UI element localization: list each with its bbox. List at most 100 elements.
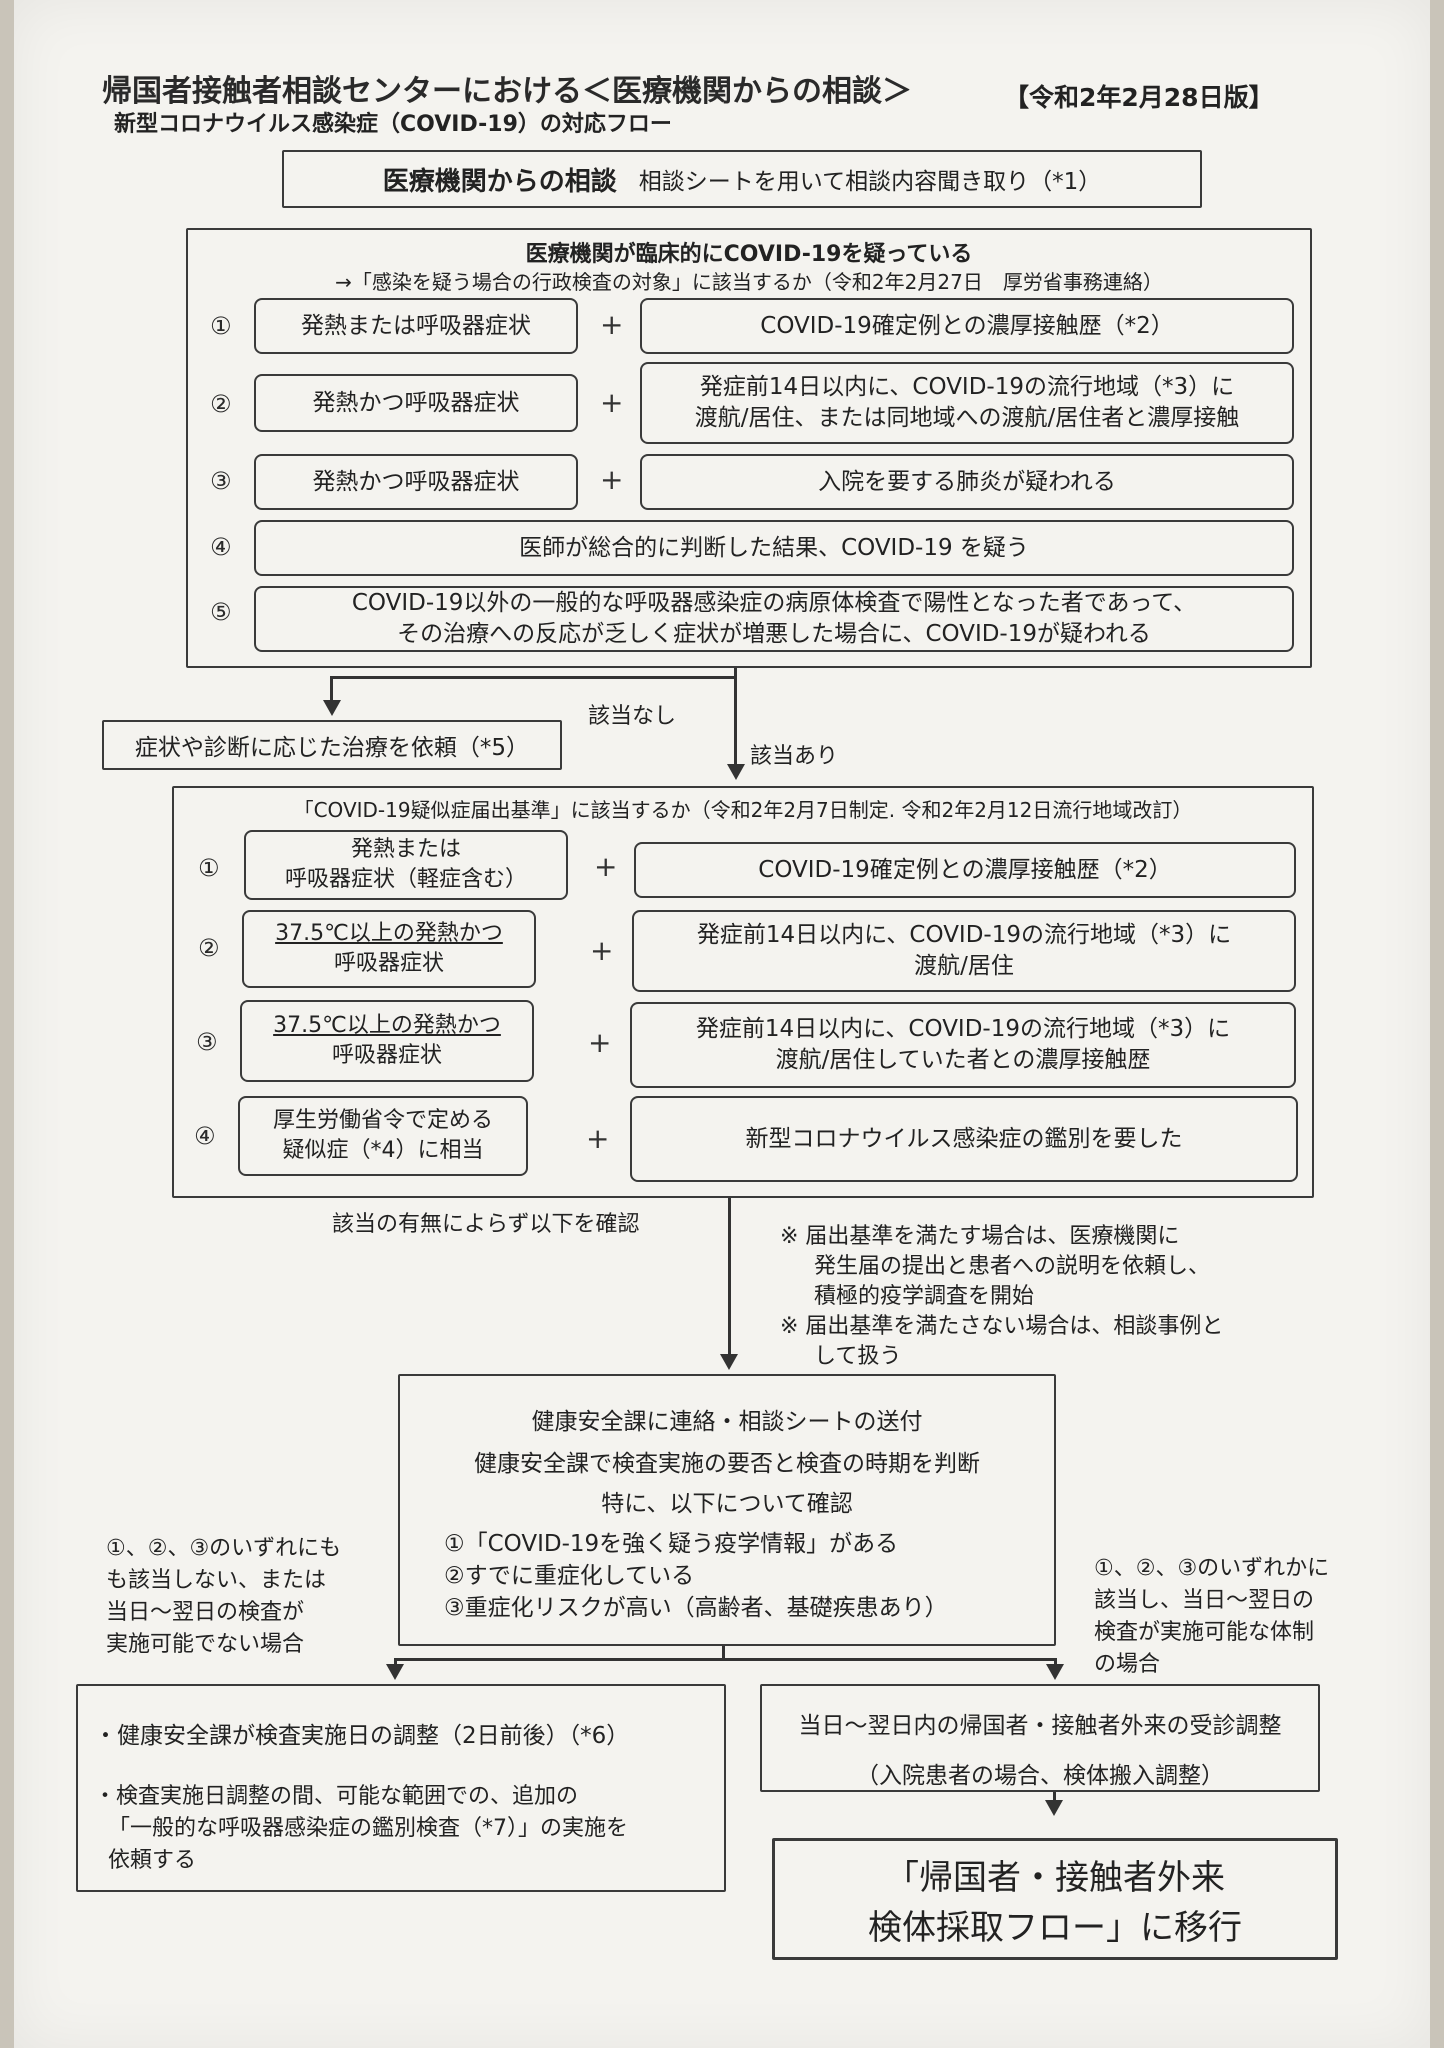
s2-row1-number: ① — [198, 854, 220, 882]
s1-row2-right-line2: 渡航/居住、または同地域への渡航/居住者と濃厚接触 — [694, 405, 1240, 431]
s2-row2-right: 発症前14日以内に、COVID-19の流行地域（*3）に 渡航/居住 — [632, 910, 1296, 992]
center-item1: ①「COVID-19を強く疑う疫学情報」がある — [444, 1531, 899, 1557]
s1-row3-plus: + — [600, 463, 624, 496]
final-connector-line — [1053, 1792, 1056, 1802]
bottom-right-drop — [1054, 1658, 1057, 1666]
bottom-left-bullet2-line1: ・検査実施日調整の間、可能な範囲での、追加の — [94, 1784, 579, 1809]
s1-row2-number: ② — [210, 390, 232, 418]
s2-row3-left-line1: 37.5℃以上の発熱かつ — [273, 1013, 501, 1038]
s2-row3-left: 37.5℃以上の発熱かつ 呼吸器症状 — [240, 1000, 534, 1082]
final-line2: 検体採取フロー」に移行 — [868, 1908, 1242, 1948]
s2-row4-number: ④ — [194, 1122, 216, 1150]
branch-no-line — [330, 676, 333, 702]
section1-subheading: →「感染を疑う場合の行政検査の対象」に該当するか（令和2年2月27日 厚労省事務… — [335, 270, 1163, 294]
side-left-line1: ①、②、③のいずれにも — [106, 1536, 342, 1561]
s2-row2-right-line1: 発症前14日以内に、COVID-19の流行地域（*3）に — [696, 922, 1232, 948]
s1-row3-number: ③ — [210, 467, 232, 495]
bottom-right-line2: （入院患者の場合、検体搬入調整） — [856, 1763, 1224, 1789]
document-title: 帰国者接触者相談センターにおける＜医療機関からの相談＞ — [102, 74, 912, 109]
s1-row1-plus: + — [600, 308, 624, 341]
suspected-case-criteria-section — [172, 786, 1314, 1198]
s1-row2-plus: + — [600, 386, 624, 419]
note2-line2: して扱う — [814, 1344, 902, 1369]
s2-row2-number: ② — [198, 934, 220, 962]
s1-row4-number: ④ — [210, 533, 232, 561]
s2-row3-right-line2: 渡航/居住していた者との濃厚接触歴 — [775, 1047, 1151, 1073]
final-arrow — [1045, 1800, 1063, 1816]
health-safety-division-box — [398, 1374, 1056, 1646]
s2-row4-left-line1: 厚生労働省令で定める — [272, 1108, 493, 1133]
s2-row4-plus: + — [586, 1122, 610, 1155]
test-date-adjustment-box — [76, 1684, 726, 1892]
s2-row1-left: 発熱または 呼吸器症状（軽症含む） — [244, 830, 568, 900]
side-right-line1: ①、②、③のいずれかに — [1094, 1556, 1330, 1581]
s2-row3-plus: + — [588, 1026, 612, 1059]
s1-row5-full: COVID-19以外の一般的な呼吸器感染症の病原体検査で陽性となった者であって、… — [254, 586, 1294, 652]
bottom-left-bullet1: ・健康安全課が検査実施日の調整（2日前後）（*6） — [94, 1723, 630, 1749]
s2-row4-right: 新型コロナウイルス感染症の鑑別を要した — [630, 1096, 1298, 1182]
s1-row1-number: ① — [210, 312, 232, 340]
bottom-left-arrow — [386, 1664, 404, 1680]
s2-row1-left-line1: 発熱または — [350, 837, 461, 862]
branch-yes-arrow — [727, 764, 745, 780]
admin-test-criteria-section — [186, 228, 1312, 668]
s1-exit-line — [734, 668, 737, 764]
s1-row2-right-line1: 発症前14日以内に、COVID-19の流行地域（*3）に — [699, 374, 1235, 400]
final-line1: 「帰国者・接触者外来 — [885, 1858, 1225, 1898]
bottom-right-line1: 当日～翌日内の帰国者・接触者外来の受診調整 — [798, 1713, 1282, 1739]
s2-row3-left-line2: 呼吸器症状 — [331, 1043, 442, 1068]
center-item2: ②すでに重症化している — [444, 1563, 695, 1589]
s2-row2-left-line2: 呼吸器症状 — [333, 951, 444, 976]
s1-row2-left: 発熱かつ呼吸器症状 — [254, 374, 578, 432]
center-exit-line — [722, 1646, 725, 1660]
side-right-line4: の場合 — [1094, 1652, 1161, 1677]
intake-description: 相談シートを用いて相談内容聞き取り（*1） — [638, 169, 1102, 195]
consultation-intake-box: 医療機関からの相談 相談シートを用いて相談内容聞き取り（*1） — [282, 150, 1202, 208]
s1-row3-right: 入院を要する肺炎が疑われる — [640, 454, 1294, 510]
s1-row4-full: 医師が総合的に判断した結果、COVID-19 を疑う — [254, 520, 1294, 576]
side-right-line2: 該当し、当日～翌日の — [1094, 1588, 1315, 1613]
document-subtitle: 新型コロナウイルス感染症（COVID-19）の対応フロー — [114, 112, 672, 137]
check-regardless-label: 該当の有無によらず以下を確認 — [332, 1212, 640, 1237]
s2-row4-left: 厚生労働省令で定める 疑似症（*4）に相当 — [238, 1096, 528, 1176]
s2-row4-left-line2: 疑似症（*4）に相当 — [282, 1138, 484, 1163]
s1-row2-right: 発症前14日以内に、COVID-19の流行地域（*3）に 渡航/居住、または同地… — [640, 362, 1294, 444]
s2-exit-arrow — [720, 1354, 738, 1370]
s1-row5-line2: その治療への反応が乏しく症状が増悪した場合に、COVID-19が疑われる — [397, 621, 1151, 647]
center-item3: ③重症化リスクが高い（高齢者、基礎疾患あり） — [444, 1595, 948, 1621]
branch-no-arrow — [323, 700, 341, 716]
side-left-line4: 実施可能でない場合 — [106, 1632, 305, 1657]
request-treatment-box: 症状や診断に応じた治療を依頼（*5） — [102, 720, 562, 770]
bottom-left-bullet2-line3: 依頼する — [108, 1848, 197, 1873]
note1-line3: 積極的疫学調査を開始 — [814, 1284, 1035, 1309]
note2-line1: ※ 届出基準を満たさない場合は、相談事例と — [780, 1314, 1224, 1339]
branch-horizontal-line — [330, 676, 736, 679]
s1-row1-left: 発熱または呼吸器症状 — [254, 298, 578, 354]
s2-row2-plus: + — [590, 934, 614, 967]
s2-row1-plus: + — [594, 850, 618, 883]
side-right-line3: 検査が実施可能な体制 — [1094, 1620, 1315, 1645]
s2-row1-right: COVID-19確定例との濃厚接触歴（*2） — [634, 842, 1296, 898]
intake-bold-label: 医療機関からの相談 — [382, 166, 617, 197]
bottom-left-bullet2-line2: 「一般的な呼吸器感染症の鑑別検査（*7）」の実施を — [108, 1816, 628, 1841]
s2-row2-right-line2: 渡航/居住 — [914, 953, 1014, 979]
branch-no-label: 該当なし — [588, 704, 677, 729]
edition-label: 【令和2年2月28日版】 — [1004, 83, 1274, 112]
center-line3: 特に、以下について確認 — [601, 1491, 853, 1517]
s2-row3-right-line1: 発症前14日以内に、COVID-19の流行地域（*3）に — [695, 1016, 1231, 1042]
note1-line1: ※ 届出基準を満たす場合は、医療機関に — [780, 1224, 1180, 1249]
s1-row1-right: COVID-19確定例との濃厚接触歴（*2） — [640, 298, 1294, 354]
note1-line2: 発生届の提出と患者への説明を依頼し、 — [814, 1254, 1211, 1279]
move-to-specimen-flow-box — [772, 1838, 1338, 1960]
side-left-line2: も該当しない、または — [106, 1568, 327, 1593]
center-line1: 健康安全課に連絡・相談シートの送付 — [531, 1409, 923, 1435]
s1-row5-line1: COVID-19以外の一般的な呼吸器感染症の病原体検査で陽性となった者であって、 — [351, 590, 1197, 616]
s1-row5-number: ⑤ — [210, 598, 232, 626]
document-page: 帰国者接触者相談センターにおける＜医療機関からの相談＞ 【令和2年2月28日版】… — [14, 0, 1430, 2048]
bottom-left-drop — [394, 1658, 397, 1666]
center-line2: 健康安全課で検査実施の要否と検査の時期を判断 — [474, 1451, 980, 1477]
branch-yes-label: 該当あり — [750, 744, 839, 769]
s2-row2-left-line1: 37.5℃以上の発熱かつ — [275, 921, 503, 946]
s2-row2-left: 37.5℃以上の発熱かつ 呼吸器症状 — [242, 910, 536, 988]
outpatient-adjustment-box — [760, 1684, 1320, 1792]
